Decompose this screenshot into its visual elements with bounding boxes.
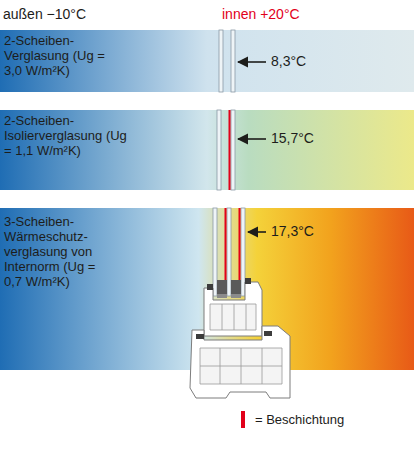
surface-temperature: 17,3°C xyxy=(271,224,314,239)
inside-temperature: innen +20°C xyxy=(222,6,300,22)
glazing-band: 2-Scheiben- Verglasung (Ug = 3,0 W/m²K) 8… xyxy=(0,30,414,92)
glazing-band: 2-Scheiben- Isolierverglasung (Ug = 1,1 … xyxy=(0,110,414,190)
glazing-label: 3-Scheiben- Wärmeschutz- verglasung von … xyxy=(4,214,112,289)
temperature-band xyxy=(0,110,414,190)
surface-temperature: 15,7°C xyxy=(271,131,314,146)
outside-temperature: außen −10°C xyxy=(3,6,86,22)
surface-temperature: 8,3°C xyxy=(271,54,306,69)
legend-swatch xyxy=(241,411,245,428)
glazing-label: 2-Scheiben- Verglasung (Ug = 3,0 W/m²K) xyxy=(4,33,122,78)
legend-text: = Beschichtung xyxy=(255,412,344,427)
glazing-label: 2-Scheiben- Isolierverglasung (Ug = 1,1 … xyxy=(4,113,134,158)
temperature-band xyxy=(0,30,414,92)
glass-panes xyxy=(219,30,235,92)
legend-entry: = Beschichtung xyxy=(241,411,344,428)
pointer-arrow xyxy=(238,62,266,232)
glazing-band: 3-Scheiben- Wärmeschutz- verglasung von … xyxy=(0,208,414,370)
glass-panes xyxy=(217,110,235,190)
